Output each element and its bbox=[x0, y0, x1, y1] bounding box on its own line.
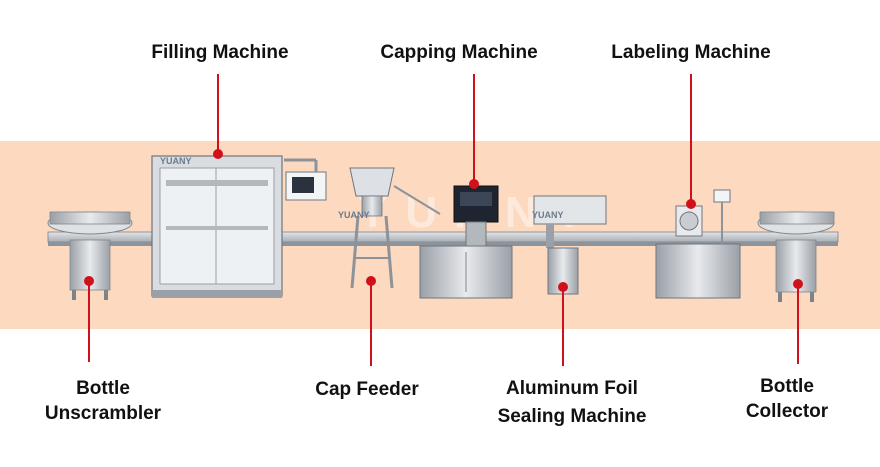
bottle-unscrambler-machine bbox=[47, 211, 133, 300]
label-aluminum-foil-line1: Aluminum Foil bbox=[506, 378, 638, 399]
cap-feeder-machine bbox=[349, 167, 441, 289]
label-bottle-collector: Bottle Collector bbox=[730, 374, 844, 424]
pointer-cap-feeder bbox=[366, 276, 376, 366]
pointer-unscrambler bbox=[84, 276, 94, 362]
label-bottle-collector-line1: Bottle bbox=[760, 376, 814, 397]
conveyor bbox=[47, 231, 839, 246]
label-labeling-machine: Labeling Machine bbox=[611, 42, 771, 63]
sealing-machine-brand: YUANY bbox=[532, 210, 564, 220]
filling-machine-brand: YUANY bbox=[160, 156, 192, 166]
pointer-collector bbox=[793, 279, 803, 364]
filling-machine: YUANY bbox=[151, 155, 327, 298]
label-capping-machine: Capping Machine bbox=[380, 42, 538, 63]
label-cap-feeder: Cap Feeder bbox=[315, 379, 419, 400]
label-aluminum-foil-line2: Sealing Machine bbox=[497, 406, 647, 427]
pointer-labeling bbox=[686, 74, 696, 209]
capping-machine-brand: YUANY bbox=[338, 210, 370, 220]
labeling-machine bbox=[655, 189, 741, 299]
pointer-capping bbox=[469, 74, 479, 189]
capping-machine: YUANY bbox=[338, 185, 513, 299]
label-bottle-collector-line2: Collector bbox=[745, 401, 829, 422]
pointer-filling bbox=[213, 74, 223, 159]
bottle-collector-machine bbox=[757, 211, 835, 302]
label-bottle-unscrambler-line2: Unscrambler bbox=[44, 403, 162, 424]
label-filling-machine: Filling Machine bbox=[151, 42, 289, 63]
pointer-sealing bbox=[558, 282, 568, 366]
label-aluminum-foil-sealing-machine: Aluminum Foil Sealing Machine bbox=[480, 376, 664, 429]
label-bottle-unscrambler-line1: Bottle bbox=[76, 378, 130, 399]
label-bottle-unscrambler: Bottle Unscrambler bbox=[28, 376, 178, 426]
